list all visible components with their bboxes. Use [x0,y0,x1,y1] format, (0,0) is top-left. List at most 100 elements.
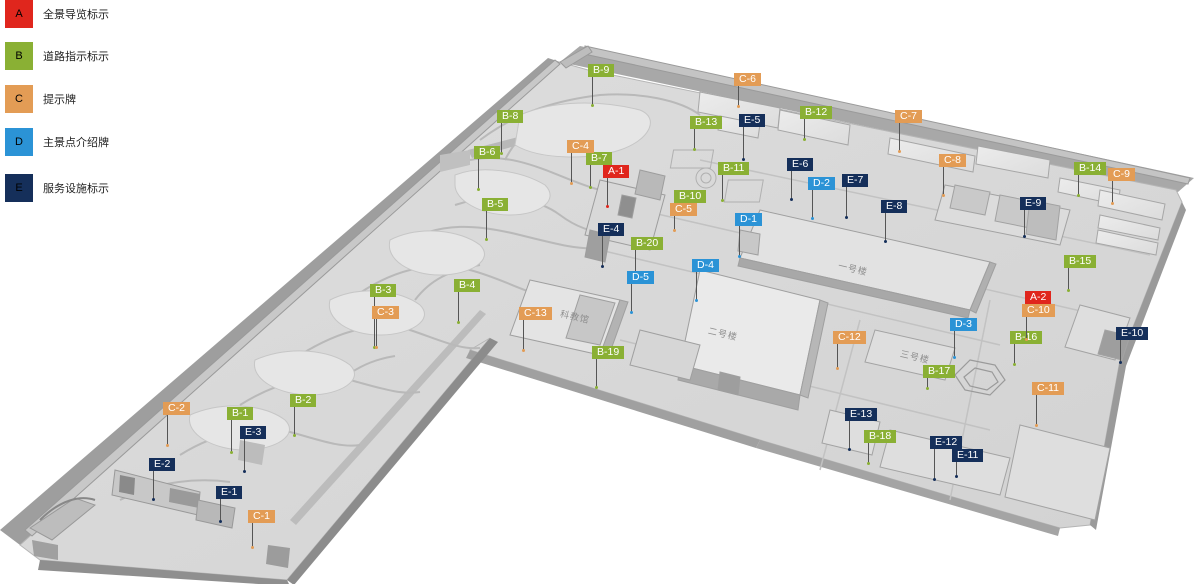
marker-stem [571,153,572,183]
marker-stem [592,77,593,105]
marker-stem [294,407,295,435]
marker-tag-label: B-8 [497,110,524,123]
legend-item-a: A 全景导览标示 [5,0,165,30]
legend-item-c: C 提示牌 [5,85,165,115]
marker-tag-label: C-4 [567,140,594,153]
marker-pin-icon [803,138,806,141]
marker-stem [696,272,697,300]
marker-tag-label: E-13 [845,408,878,421]
marker-tag-label: B-9 [588,64,615,77]
marker-tag-label: B-19 [592,346,625,359]
marker-pin-icon [721,199,724,202]
marker-tag-label: C-13 [519,307,552,320]
marker-tag-label: C-6 [734,73,761,86]
marker-pin-icon [230,451,233,454]
marker-tag-label: E-9 [1020,197,1047,210]
marker-stem [956,462,957,476]
marker-pin-icon [457,321,460,324]
marker-stem [1014,344,1015,364]
marker-tag-label: C-11 [1032,382,1064,395]
marker-tag-label: D-5 [627,271,654,284]
marker-stem [244,439,245,471]
marker-tag-label: D-1 [735,213,762,226]
legend-label-c: 提示牌 [43,93,76,106]
marker-tag-label: A-2 [1025,291,1052,304]
marker-tag-label: B-3 [370,284,397,297]
marker-pin-icon [500,152,503,155]
marker-stem [738,86,739,106]
marker-stem [458,292,459,322]
marker-pin-icon [673,229,676,232]
marker-tag-label: B-12 [800,106,833,119]
marker-pin-icon [606,205,609,208]
marker-stem [635,250,636,278]
marker-stem [478,159,479,189]
legend-item-d: D 主景点介绍牌 [5,128,165,158]
marker-stem [694,129,695,149]
marker-stem [846,187,847,217]
marker-stem [607,178,608,206]
marker-tag-label: C-12 [833,331,866,344]
marker-pin-icon [836,367,839,370]
marker-pin-icon [1023,235,1026,238]
legend-swatch-b: B [5,42,33,70]
marker-pin-icon [1025,338,1028,341]
marker-tag-label: B-13 [690,116,723,129]
marker-stem [1112,181,1113,203]
marker-tag-label: C-7 [895,110,922,123]
marker-tag-label: E-11 [952,449,984,462]
marker-stem [374,297,375,347]
marker-pin-icon [595,386,598,389]
legend-swatch-a: A [5,0,33,28]
marker-tag-label: B-10 [674,190,707,203]
marker-stem [590,165,591,187]
marker-stem [849,421,850,449]
marker-tag-label: E-1 [216,486,243,499]
marker-stem [1026,317,1027,339]
marker-pin-icon [219,520,222,523]
building-one [737,209,997,319]
marker-tag-label: B-5 [482,198,509,211]
marker-stem [252,523,253,547]
marker-tag-label: D-3 [950,318,977,331]
marker-tag-label: B-14 [1074,162,1107,175]
marker-tag-label: E-7 [842,174,869,187]
marker-stem [220,499,221,521]
marker-pin-icon [742,158,745,161]
marker-pin-icon [375,346,378,349]
marker-pin-icon [152,498,155,501]
marker-stem [743,127,744,159]
marker-tag-label: B-15 [1064,255,1097,268]
marker-tag-label: D-2 [808,177,835,190]
marker-pin-icon [591,104,594,107]
marker-pin-icon [1077,194,1080,197]
legend-swatch-e: E [5,174,33,202]
legend-label-a: 全景导览标示 [43,8,109,21]
marker-stem [486,211,487,239]
marker-stem [1036,395,1037,425]
marker-pin-icon [884,240,887,243]
marker-stem [501,123,502,153]
marker-stem [739,226,740,256]
legend-item-b: B 道路指示标示 [5,42,165,72]
marker-stem [934,449,935,479]
marker-pin-icon [522,349,525,352]
marker-tag-label: B-18 [864,430,897,443]
marker-pin-icon [630,311,633,314]
marker-pin-icon [737,105,740,108]
marker-pin-icon [373,346,376,349]
legend-item-e: E 服务设施标示 [5,174,165,204]
marker-pin-icon [589,186,592,189]
marker-tag-label: B-2 [290,394,317,407]
marker-stem [1078,175,1079,195]
legend-label-e: 服务设施标示 [43,182,109,195]
marker-stem [1120,340,1121,362]
marker-pin-icon [1035,424,1038,427]
marker-pin-icon [1119,361,1122,364]
marker-pin-icon [1111,202,1114,205]
marker-tag-label: E-12 [930,436,963,449]
marker-pin-icon [243,470,246,473]
marker-pin-icon [166,444,169,447]
